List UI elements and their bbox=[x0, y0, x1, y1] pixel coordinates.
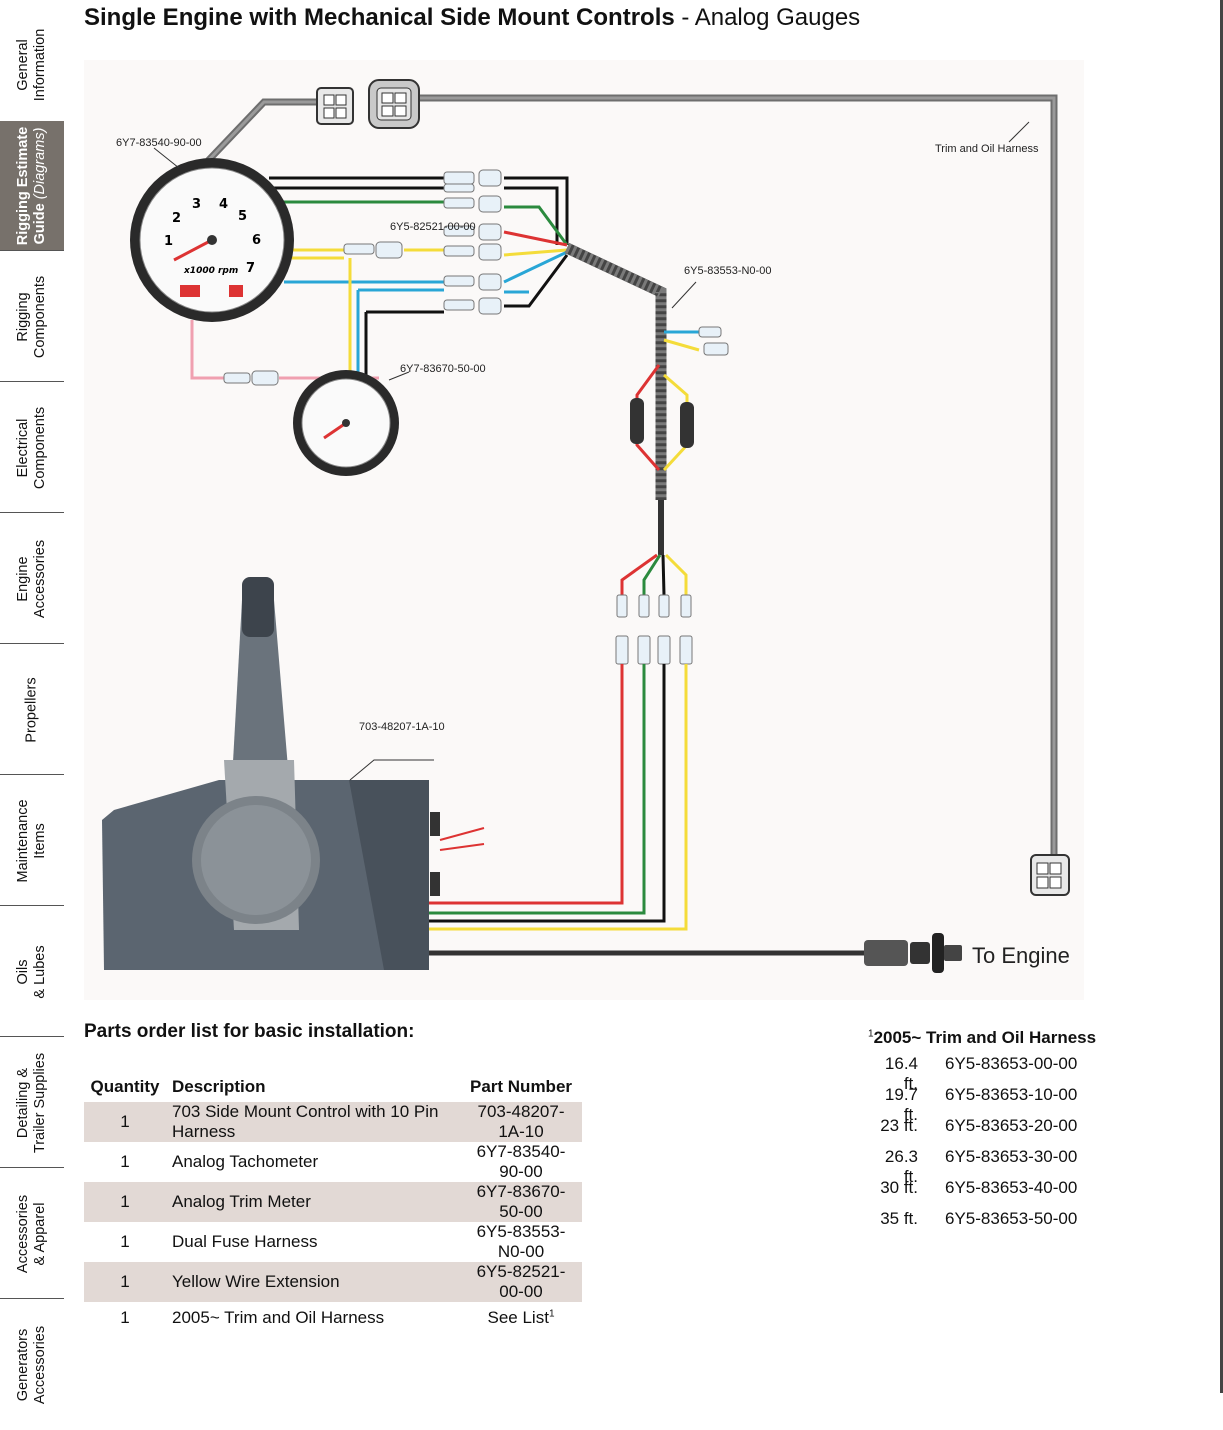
tach-tick-label: 4 bbox=[219, 197, 228, 212]
cell-qty: 1 bbox=[120, 1152, 130, 1171]
table-row: 1 Analog Tachometer 6Y7-83540-90-00 bbox=[84, 1142, 582, 1182]
table-row: 1 Yellow Wire Extension 6Y5-82521-00-00 bbox=[84, 1262, 582, 1302]
col-quantity: Quantity bbox=[90, 1077, 160, 1096]
control-harness-wires bbox=[429, 664, 688, 931]
trim-harness-connector-large bbox=[368, 79, 420, 129]
cell-desc: 703 Side Mount Control with 10 Pin Harne… bbox=[166, 1102, 460, 1142]
tachometer-part-label: 6Y7-83540-90-00 bbox=[116, 137, 202, 149]
analog-tachometer: 1 2 3 4 5 6 7 x1000 rpm bbox=[130, 158, 294, 322]
trim-oil-harness-cable bbox=[201, 94, 1058, 860]
tab-label: Accessories& Apparel bbox=[15, 1194, 48, 1273]
page-edge-rule bbox=[1220, 0, 1223, 1393]
tach-tick-label: 2 bbox=[172, 211, 181, 226]
tab-accessories-apparel[interactable]: Accessories& Apparel bbox=[0, 1169, 64, 1299]
cell-part-number: 6Y5-83553-N0-00 bbox=[476, 1222, 566, 1261]
parts-table-header: Quantity Description Part Number bbox=[84, 1072, 582, 1102]
wiring-diagram: Trim and Oil Harness bbox=[84, 60, 1084, 1000]
cell-part-number: 6Y7-83670-50-00 bbox=[460, 1182, 582, 1222]
col-part-number: Part Number bbox=[469, 1077, 573, 1096]
tab-label: Oils& Lubes bbox=[15, 944, 48, 999]
footnote-mark: 1 bbox=[548, 1307, 555, 1319]
trim-oil-harness-label: Trim and Oil Harness bbox=[935, 143, 1039, 155]
gauge-wiring bbox=[190, 176, 569, 380]
cell-part-number: 6Y5-82521-00-00 bbox=[460, 1262, 582, 1302]
engine-side-connector bbox=[1030, 854, 1070, 896]
cell-qty: 1 bbox=[84, 1262, 166, 1302]
parts-table: Quantity Description Part Number 1 703 S… bbox=[84, 1072, 582, 1333]
cell-qty: 1 bbox=[120, 1232, 130, 1251]
cell-qty: 1 bbox=[84, 1182, 166, 1222]
tach-tick-label: 7 bbox=[246, 261, 255, 276]
tab-label: Detailing &Trailer Supplies bbox=[15, 1052, 48, 1153]
engine-cable bbox=[429, 933, 962, 973]
table-row: 1 2005~ Trim and Oil Harness See List1 bbox=[84, 1302, 582, 1333]
to-engine-label: To Engine bbox=[972, 943, 1070, 968]
cell-qty: 1 bbox=[120, 1307, 130, 1327]
trim-meter-part-label: 6Y7-83670-50-00 bbox=[400, 363, 486, 375]
side-mount-control bbox=[102, 577, 485, 970]
tab-detailing-trailer-supplies[interactable]: Detailing &Trailer Supplies bbox=[0, 1038, 64, 1168]
tab-label: Propellers bbox=[23, 676, 40, 743]
list-item: 19.7 ft.6Y5-83653-10-00 bbox=[884, 1085, 1078, 1124]
cell-part-number: 6Y7-83540-90-00 bbox=[476, 1142, 566, 1181]
bullet-connectors-upper bbox=[223, 169, 502, 386]
tach-unit-label: x1000 rpm bbox=[183, 266, 238, 276]
fuse-harness-part-label: 6Y5-83553-N0-00 bbox=[684, 265, 771, 277]
table-row: 1 Analog Trim Meter 6Y7-83670-50-00 bbox=[84, 1182, 582, 1222]
col-description: Description bbox=[172, 1077, 266, 1096]
tab-oils-lubes[interactable]: Oils& Lubes bbox=[0, 907, 64, 1037]
tab-propellers[interactable]: Propellers bbox=[0, 645, 64, 775]
list-item: 16.4 ft.6Y5-83653-00-00 bbox=[884, 1054, 1078, 1093]
analog-trim-meter bbox=[293, 370, 399, 476]
tach-tick-label: 3 bbox=[192, 197, 201, 212]
yellow-extension-part-label: 6Y5-82521-00-00 bbox=[390, 221, 476, 233]
list-item: 23 ft.6Y5-83653-20-00 bbox=[880, 1116, 1078, 1135]
table-row: 1 703 Side Mount Control with 10 Pin Har… bbox=[84, 1102, 582, 1142]
cell-desc: Yellow Wire Extension bbox=[166, 1262, 460, 1302]
trim-harness-connector-small bbox=[316, 87, 354, 125]
list-item: 30 ft.6Y5-83653-40-00 bbox=[880, 1178, 1078, 1197]
cell-desc: 2005~ Trim and Oil Harness bbox=[172, 1307, 385, 1327]
cell-qty: 1 bbox=[84, 1102, 166, 1142]
control-part-label: 703-48207-1A-10 bbox=[359, 721, 445, 733]
cell-desc: Analog Tachometer bbox=[172, 1152, 319, 1171]
dual-fuse-harness bbox=[564, 243, 729, 665]
tach-tick-label: 1 bbox=[164, 234, 173, 249]
page-title: Single Engine with Mechanical Side Mount… bbox=[84, 4, 861, 31]
cell-desc: Analog Trim Meter bbox=[166, 1182, 460, 1222]
parts-list-title: Parts order list for basic installation: bbox=[84, 1021, 415, 1042]
harness-list-title: 12005~ Trim and Oil Harness bbox=[868, 1028, 1097, 1047]
tach-tick-label: 5 bbox=[238, 209, 247, 224]
cell-desc: Dual Fuse Harness bbox=[172, 1232, 318, 1251]
table-row: 1 Dual Fuse Harness 6Y5-83553-N0-00 bbox=[84, 1222, 582, 1262]
trim-oil-harness-list: 12005~ Trim and Oil Harness 16.4 ft.6Y5-… bbox=[868, 1028, 1096, 1240]
list-item: 35 ft.6Y5-83653-50-00 bbox=[880, 1209, 1078, 1228]
list-item: 26.3 ft.6Y5-83653-30-00 bbox=[884, 1147, 1078, 1186]
cell-part-number: See List1 bbox=[487, 1307, 555, 1327]
cell-part-number: 703-48207-1A-10 bbox=[460, 1102, 582, 1142]
tach-tick-label: 6 bbox=[252, 233, 261, 248]
